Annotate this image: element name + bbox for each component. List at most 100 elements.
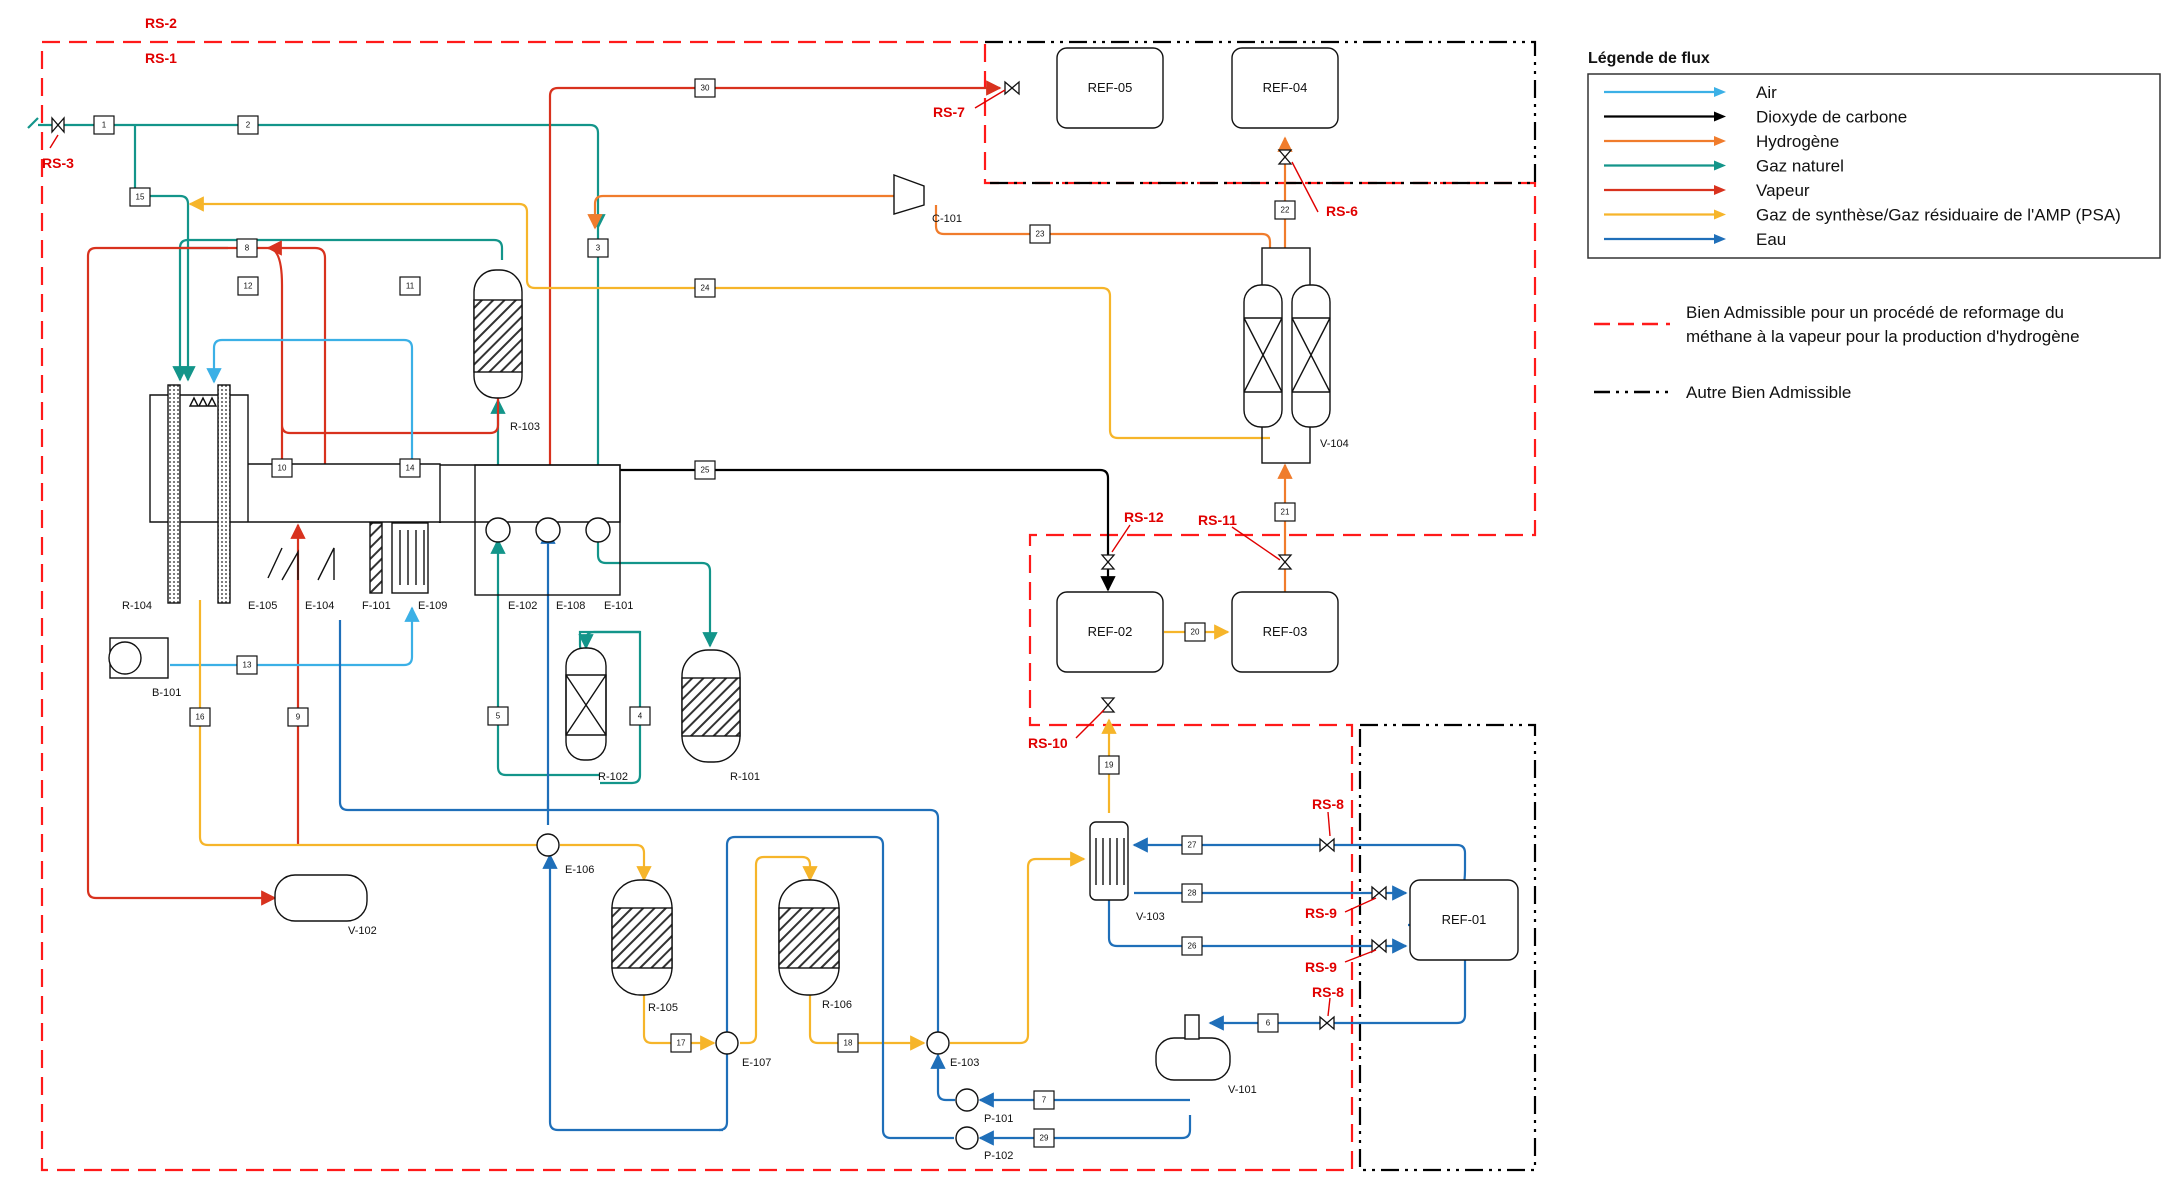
rs12-label: RS-12 — [1124, 509, 1164, 525]
valve-rs3-icon — [51, 116, 65, 134]
ref01-label: REF-01 — [1442, 912, 1487, 927]
stream-box-28: 28 — [1181, 883, 1203, 903]
stream-box-22: 22 — [1274, 200, 1296, 220]
exchanger-e103-icon — [926, 1031, 950, 1055]
drum-v101-nozzle — [1184, 1014, 1200, 1040]
stream-box-1: 1 — [93, 115, 115, 135]
natural-gas-line-5 — [490, 538, 600, 777]
stream-box-12: 12 — [237, 276, 259, 296]
stream-number-label: 30 — [701, 84, 710, 93]
rs-pointers — [49, 89, 1377, 1017]
rs-labels: RS-2 RS-1 RS-3 RS-7 RS-6 RS-12 RS-11 RS-… — [42, 15, 1358, 1000]
stream-number-label: 11 — [406, 282, 415, 291]
label-v101: V-101 — [1228, 1084, 1257, 1096]
rs1-label: RS-1 — [145, 50, 177, 66]
legend-arrow-icon — [1714, 87, 1726, 97]
label-c101: C-101 — [932, 213, 962, 225]
ref03-label: REF-03 — [1263, 624, 1308, 639]
stream-box-24: 24 — [694, 278, 716, 298]
stream-box-11: 11 — [399, 276, 421, 296]
ref05-box — [1056, 47, 1164, 129]
stream-box-14: 14 — [399, 458, 421, 478]
stream-box-frame — [271, 458, 293, 478]
syngas-e106-to-r105 — [560, 843, 652, 882]
stream-number-label: 18 — [844, 1039, 853, 1048]
stream-number-label: 27 — [1188, 841, 1197, 850]
label-r105: R-105 — [648, 1002, 678, 1014]
stream-box-4: 4 — [629, 706, 651, 726]
stream-box-frame — [93, 115, 115, 135]
stream-number-label: 17 — [677, 1039, 686, 1048]
water-line-bfw — [338, 620, 940, 1035]
coil-e102-icon — [485, 517, 511, 543]
stream-box-16: 16 — [189, 707, 211, 727]
syngas-e103-to-v103 — [950, 851, 1086, 1045]
drum-v101 — [1155, 1037, 1231, 1081]
stream-box-20: 20 — [1184, 622, 1206, 642]
stream-box-frame — [236, 238, 258, 258]
stream-box-frame — [287, 707, 309, 727]
stream-number-label: 1 — [102, 121, 107, 130]
stream-box-17: 17 — [670, 1033, 692, 1053]
reformer-tube-1 — [167, 384, 181, 604]
ref-labels: REF-05 REF-04 REF-02 REF-03 REF-01 — [1088, 80, 1487, 927]
label-e105: E-105 — [248, 600, 277, 612]
label-r104: R-104 — [122, 600, 152, 612]
rs3-label: RS-3 — [42, 155, 74, 171]
syngas-e107-to-r106 — [740, 855, 818, 1045]
stream-number-label: 12 — [244, 282, 253, 291]
co2-line-25 — [438, 468, 1116, 592]
stream-box-frame — [1181, 936, 1203, 956]
flow-lines — [27, 80, 1467, 1146]
ref04-label: REF-04 — [1263, 80, 1308, 95]
hydrogen-line-c101-to-3 — [587, 194, 894, 230]
legend-label-syngas: Gaz de synthèse/Gaz résiduaire de l'AMP … — [1756, 206, 2121, 225]
stream-number-label: 8 — [245, 244, 250, 253]
stream-box-frame — [587, 238, 609, 258]
stream-number-label: 19 — [1105, 761, 1114, 770]
stream-number-label: 2 — [246, 121, 251, 130]
legend-label-steam: Vapeur — [1756, 181, 1810, 200]
water-to-e106 — [542, 853, 723, 1132]
stream-number-label: 4 — [638, 712, 643, 721]
stream-box-18: 18 — [837, 1033, 859, 1053]
stream-box-frame — [237, 115, 259, 135]
air-line-13 — [170, 606, 420, 667]
reactor-r106-bed — [778, 907, 840, 969]
condenser-v103-tubes — [1095, 838, 1125, 885]
stream-number-label: 16 — [196, 713, 205, 722]
burners-icon — [188, 396, 218, 407]
rs7-label: RS-7 — [933, 104, 965, 120]
legend-label-hydrogen: Hydrogène — [1756, 132, 1839, 151]
stream-box-frame — [1033, 1090, 1055, 1110]
legend-arrow-icon — [1714, 136, 1726, 146]
stream-box-frame — [236, 655, 258, 675]
syngas-line-17 — [642, 995, 716, 1051]
stream-box-10: 10 — [271, 458, 293, 478]
filter-f101 — [369, 522, 383, 594]
stream-number-label: 5 — [496, 712, 501, 721]
exchanger-e109-lines — [399, 530, 425, 585]
label-e107: E-107 — [742, 1057, 771, 1069]
legend-label-co2: Dioxyde de carbone — [1756, 108, 1907, 127]
ref04-box — [1231, 47, 1339, 129]
steam-line-12-up — [266, 240, 284, 286]
label-p102: P-102 — [984, 1150, 1013, 1162]
psa-v104-bed-icons — [1243, 317, 1331, 393]
stream-box-frame — [129, 187, 151, 207]
stream-box-frame — [1257, 1013, 1279, 1033]
valve-rs11-icon — [1277, 554, 1293, 570]
steam-line-8 — [86, 246, 327, 906]
stream-number-label: 23 — [1036, 230, 1045, 239]
stream-number-label: 14 — [406, 464, 415, 473]
label-e109: E-109 — [418, 600, 447, 612]
legend-arrow-icon — [1714, 209, 1726, 220]
valve-rs8a-icon — [1319, 837, 1335, 853]
stream-box-frame — [694, 78, 716, 98]
stream-box-frame — [1181, 835, 1203, 855]
stream-box-9: 9 — [287, 707, 309, 727]
valves — [51, 80, 1387, 1031]
stream-box-23: 23 — [1029, 224, 1051, 244]
